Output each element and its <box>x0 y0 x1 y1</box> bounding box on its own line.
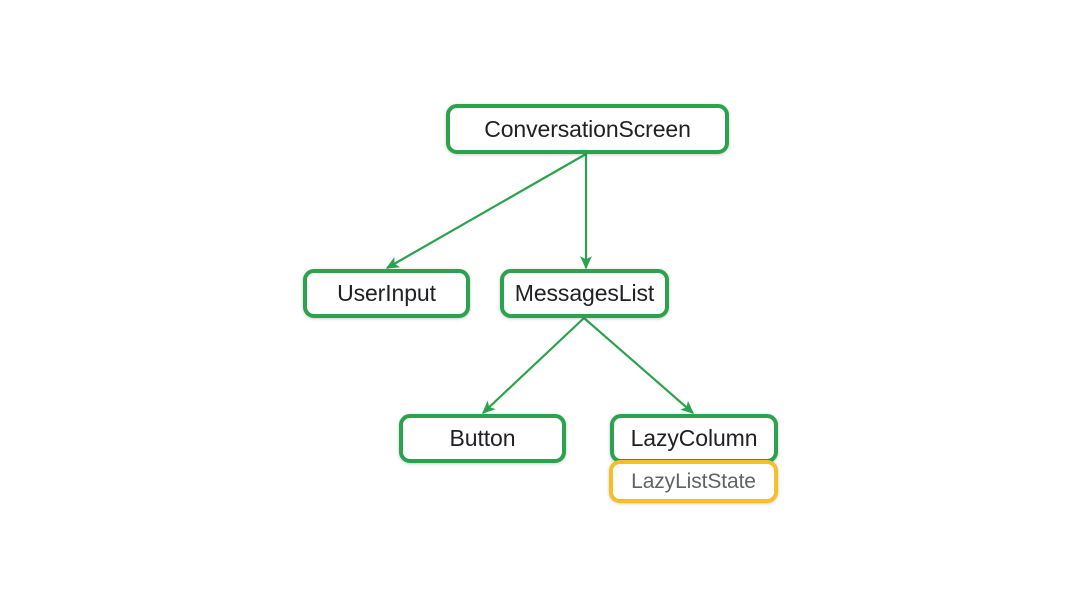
node-messageslist[interactable]: MessagesList <box>500 269 669 318</box>
edge-messageslist-button <box>482 317 585 414</box>
node-userinput[interactable]: UserInput <box>303 269 470 318</box>
node-button[interactable]: Button <box>399 414 566 463</box>
node-label: UserInput <box>337 280 436 306</box>
node-label: ConversationScreen <box>484 115 691 142</box>
edge-conversationscreen-userinput <box>385 153 587 269</box>
node-label: Button <box>449 425 516 451</box>
node-label: MessagesList <box>514 280 655 306</box>
edge-messageslist-lazycolumn <box>583 317 694 414</box>
node-label: LazyListState <box>631 470 756 493</box>
node-label: LazyColumn <box>630 425 758 451</box>
node-conversationscreen[interactable]: ConversationScreen <box>446 104 729 154</box>
node-lazycolumn[interactable]: LazyColumn <box>610 414 778 463</box>
node-lazyliststate[interactable]: LazyListState <box>609 460 778 503</box>
